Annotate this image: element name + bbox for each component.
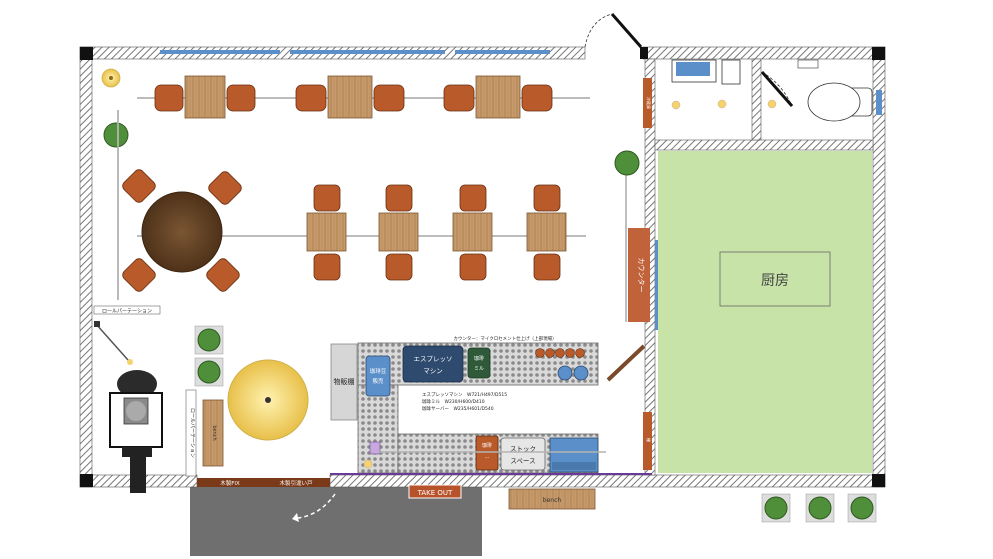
kitchen-label-box (719, 251, 831, 307)
take-out-label: TAKE OUT (417, 489, 453, 497)
side-panel-bottom-label: 棚 (646, 438, 652, 442)
coffee-mill-line-2: ミル (474, 366, 484, 372)
table-row-1 (154, 75, 553, 119)
roll-partition-label: ロールパーテーション (102, 309, 152, 315)
kitchen-label: 厨房 (761, 273, 789, 289)
bench-inner-label: bench (211, 425, 217, 440)
roll-partition-base (94, 321, 100, 327)
spec-line-3: 珈琲サーバー W235/H601/D540 (422, 405, 494, 412)
roll-partition-light (127, 359, 133, 365)
goods-shelf (330, 343, 358, 421)
espresso-machine (402, 345, 464, 383)
entry-arrow (297, 493, 336, 519)
fridge-inner (552, 462, 596, 470)
toilet-paper (797, 59, 819, 69)
sink-bowl-2 (573, 365, 589, 381)
bean-sales-line-1: 珈琲豆 (370, 367, 387, 375)
coffee-small-unit (475, 435, 499, 471)
ceiling-light-dot (109, 76, 113, 80)
toilet-door (760, 71, 794, 107)
windows (160, 50, 882, 330)
sink-bowl-1 (557, 365, 573, 381)
side-panel-bottom (643, 412, 652, 470)
kitchen-floor (658, 151, 872, 473)
counter-light (363, 459, 373, 469)
entrance-kiosk (109, 370, 163, 493)
diagonal-door (606, 344, 646, 382)
pendant-lamp-center (265, 397, 271, 403)
side-panel-top (643, 78, 652, 128)
coffee-mill (467, 347, 491, 379)
spec-line-2: 珈琲ミル W230/H600/D410 (422, 398, 485, 405)
stock-line-1: ストック (510, 445, 536, 453)
toilet-light (767, 99, 777, 109)
bench-inner (202, 399, 224, 467)
counter-label: カウンター (637, 258, 646, 293)
take-out-sign (408, 484, 462, 499)
counter-bar (628, 228, 650, 322)
counter-top-note: カウンター：マイクロセメント仕上げ（上部現場） (453, 335, 556, 342)
plants (103, 122, 877, 523)
cup-row (535, 348, 585, 358)
espresso-line-2: マシン (423, 367, 443, 375)
coffee-small-line-1: 珈琲 (482, 442, 492, 449)
spec-line-1: エスプレッソマシン W721/H497/D515 (422, 392, 507, 398)
door-top (584, 13, 643, 48)
sliding-door-panel (263, 478, 330, 487)
bean-sales-line-2: 販売 (372, 377, 384, 385)
stock-space (500, 437, 546, 471)
fixed-wood-label: 木製FIX (220, 479, 240, 487)
bean-sales (365, 355, 391, 397)
goods-shelf-label: 物販棚 (334, 377, 355, 386)
washroom-light-2 (717, 99, 727, 109)
table-row-2 (306, 184, 567, 281)
bench-outer (508, 488, 596, 510)
espresso-line-1: エスプレッソ (414, 355, 453, 363)
washroom-light-1 (671, 100, 681, 110)
counter-lid-icon (369, 441, 381, 455)
bench-outer-label: bench (543, 497, 562, 504)
sink-bowl (676, 62, 710, 76)
sliding-door-label: 木製引違い戸 (279, 479, 313, 487)
water-heater (721, 59, 741, 85)
coffee-small-line-2: ... (485, 454, 490, 460)
round-table-set (122, 169, 242, 292)
entry-arrow-head (292, 513, 299, 522)
roll-partition-arm (95, 323, 129, 361)
side-partition-box (185, 389, 197, 477)
fixed-wood-panel (197, 478, 263, 487)
side-panel-top-label: 冷蔵庫 (646, 97, 652, 109)
coffee-mill-line-1: 珈琲 (474, 355, 484, 362)
stock-line-2: スペース (510, 457, 535, 465)
toilet (807, 82, 873, 122)
side-partition-label: ロールパーテーション (189, 408, 195, 458)
roll-partition-box (93, 305, 161, 315)
